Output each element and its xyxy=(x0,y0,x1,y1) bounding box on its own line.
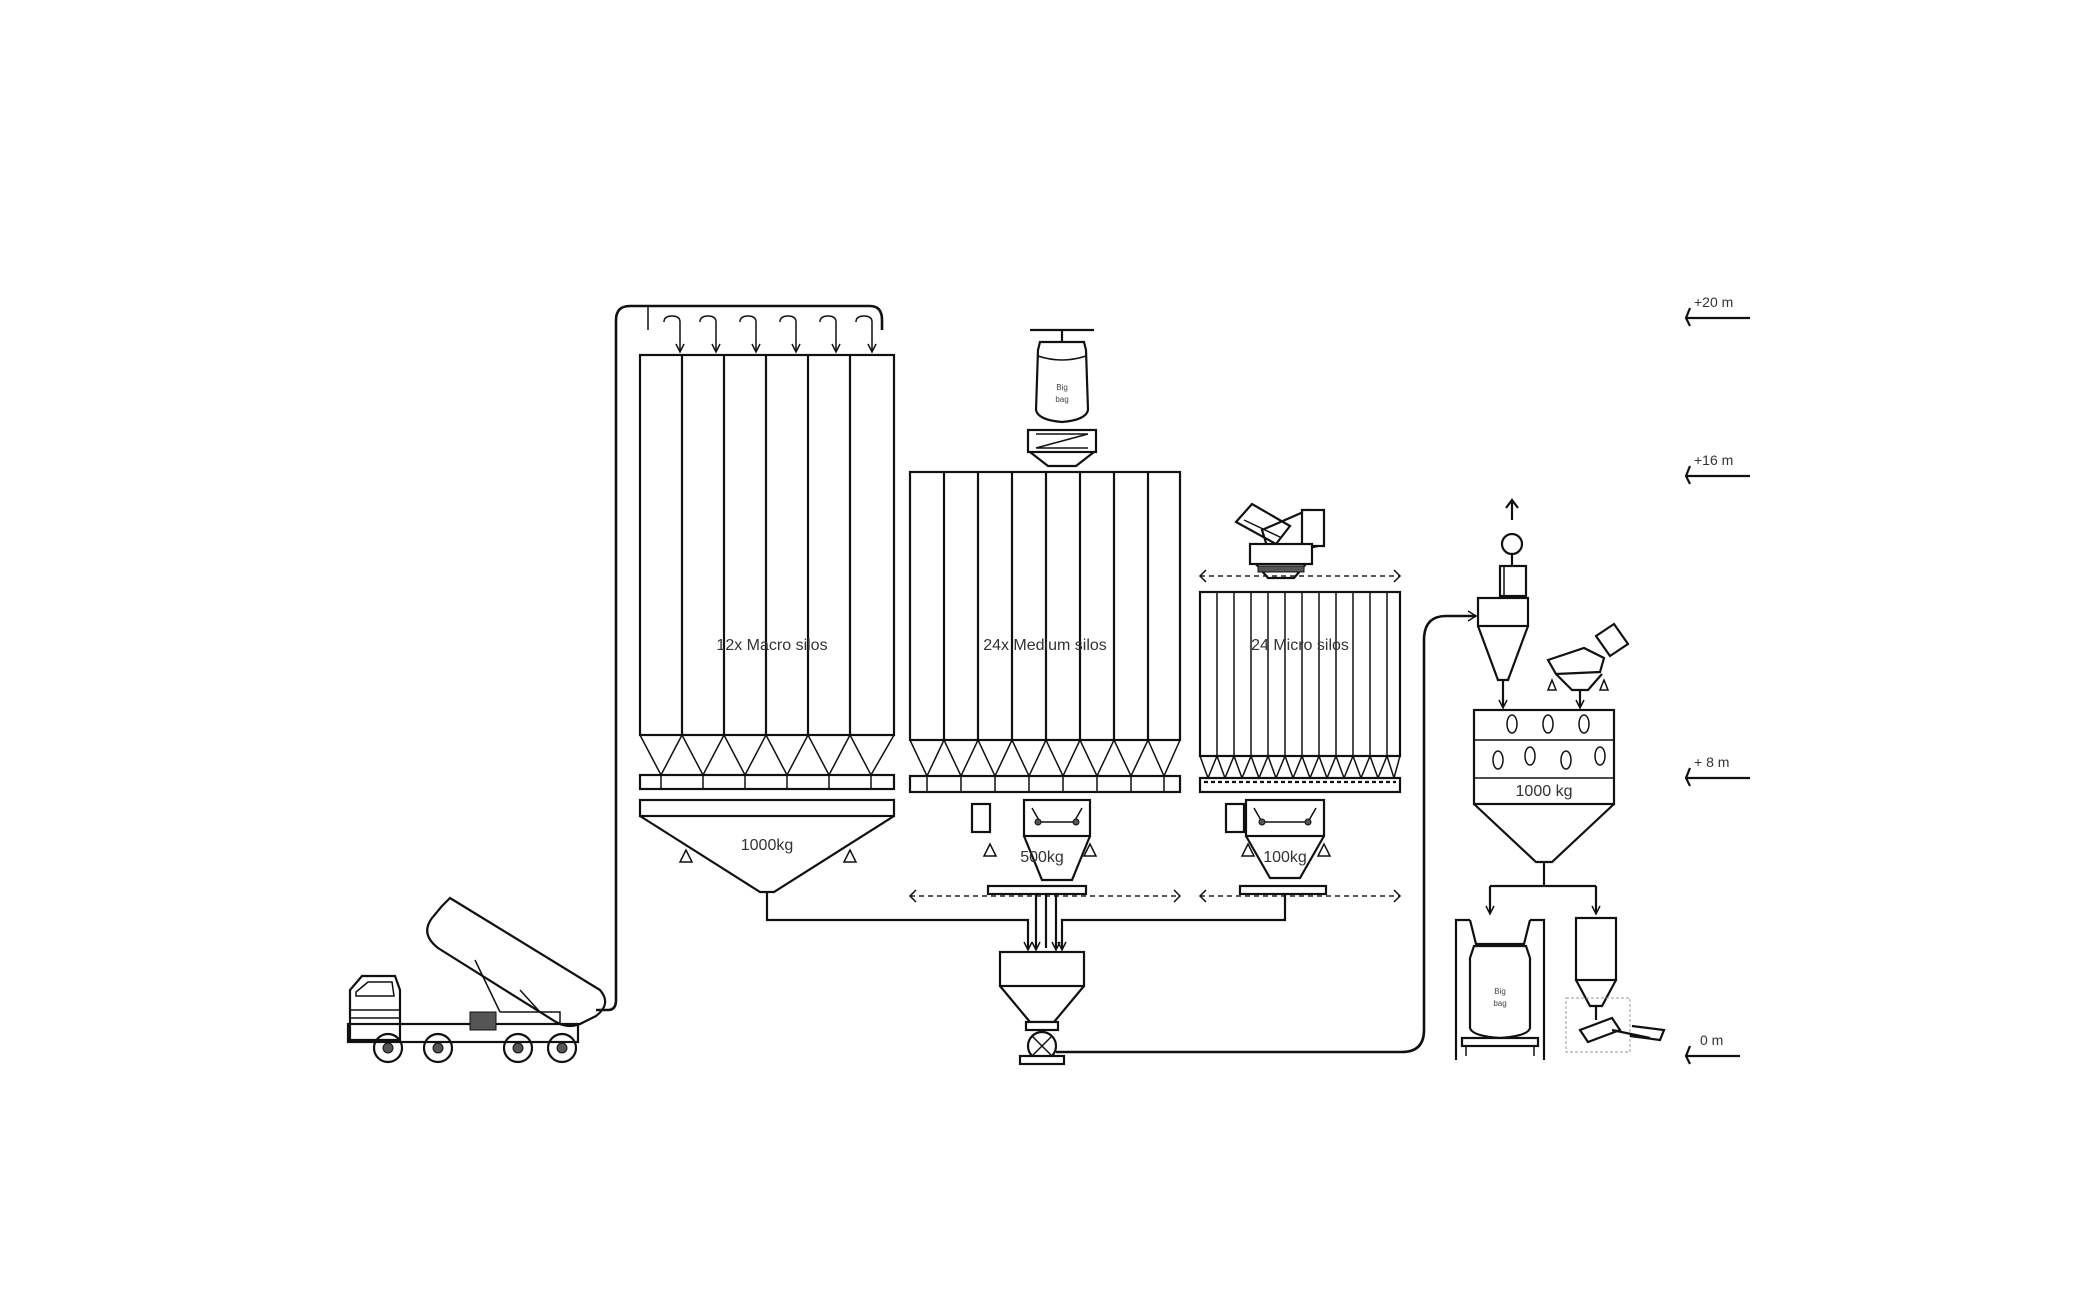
big-bag-filling-icon: Big bag xyxy=(1454,918,1546,1060)
medium-scale-label: 500kg xyxy=(1020,849,1064,866)
level-marker-0: 0 m xyxy=(1684,1032,1740,1065)
macro-discharge-line xyxy=(765,892,1030,948)
silo-feed-loops xyxy=(647,306,877,354)
big-bag-icon: Big bag xyxy=(1026,328,1098,468)
tank-trailer-icon xyxy=(426,896,607,1028)
mixer-discharge xyxy=(1488,862,1598,912)
bag-dump-station-icon xyxy=(1234,502,1326,580)
filling-bag-text-1: Big xyxy=(1494,987,1506,996)
medium-silos-label: 24x Medium silos xyxy=(983,637,1107,654)
level-label-8: + 8 m xyxy=(1694,754,1729,770)
filling-bag-text-2: bag xyxy=(1493,999,1506,1008)
level-marker-16: +16 m xyxy=(1684,452,1750,485)
medium-silos: 24x Medium silos xyxy=(908,470,1182,794)
rotary-valve-icon xyxy=(1018,1030,1066,1066)
filter-fan-icon xyxy=(1498,498,1528,598)
mixer: 1000 kg xyxy=(1472,708,1616,864)
truck-icon xyxy=(346,974,580,1064)
big-bag-text-2: bag xyxy=(1055,395,1068,404)
intermediate-hopper xyxy=(998,950,1086,1032)
mixer-label: 1000 kg xyxy=(1516,783,1573,800)
cyclone-separator xyxy=(1476,596,1530,710)
micro-discharge-line xyxy=(1060,894,1287,948)
level-label-0: 0 m xyxy=(1700,1032,1723,1048)
bag-filling-icon xyxy=(1565,916,1666,1053)
big-bag-text-1: Big xyxy=(1056,383,1068,392)
level-marker-20: +20 m xyxy=(1684,294,1750,327)
pneumatic-conveying-pipe xyxy=(596,304,884,1012)
macro-weigh-hopper: 1000kg xyxy=(638,798,896,894)
macro-silos: 12x Macro silos xyxy=(638,353,896,791)
macro-scale-label: 1000kg xyxy=(741,837,794,854)
level-label-20: +20 m xyxy=(1694,294,1733,310)
macro-silos-label: 12x Macro silos xyxy=(716,637,827,654)
micro-silos-label: 24 Micro silos xyxy=(1251,637,1349,654)
transfer-pipe xyxy=(1056,614,1476,1054)
micro-silos: 24 Micro silos xyxy=(1198,590,1402,794)
micro-weigh-hopper: 100kg xyxy=(1224,798,1332,896)
level-marker-8: + 8 m xyxy=(1684,754,1750,787)
small-bag-dump-icon xyxy=(1546,622,1630,710)
level-label-16: +16 m xyxy=(1694,452,1733,468)
medium-weigh-hopper: 500kg xyxy=(970,798,1098,896)
micro-scale-label: 100kg xyxy=(1263,849,1307,866)
